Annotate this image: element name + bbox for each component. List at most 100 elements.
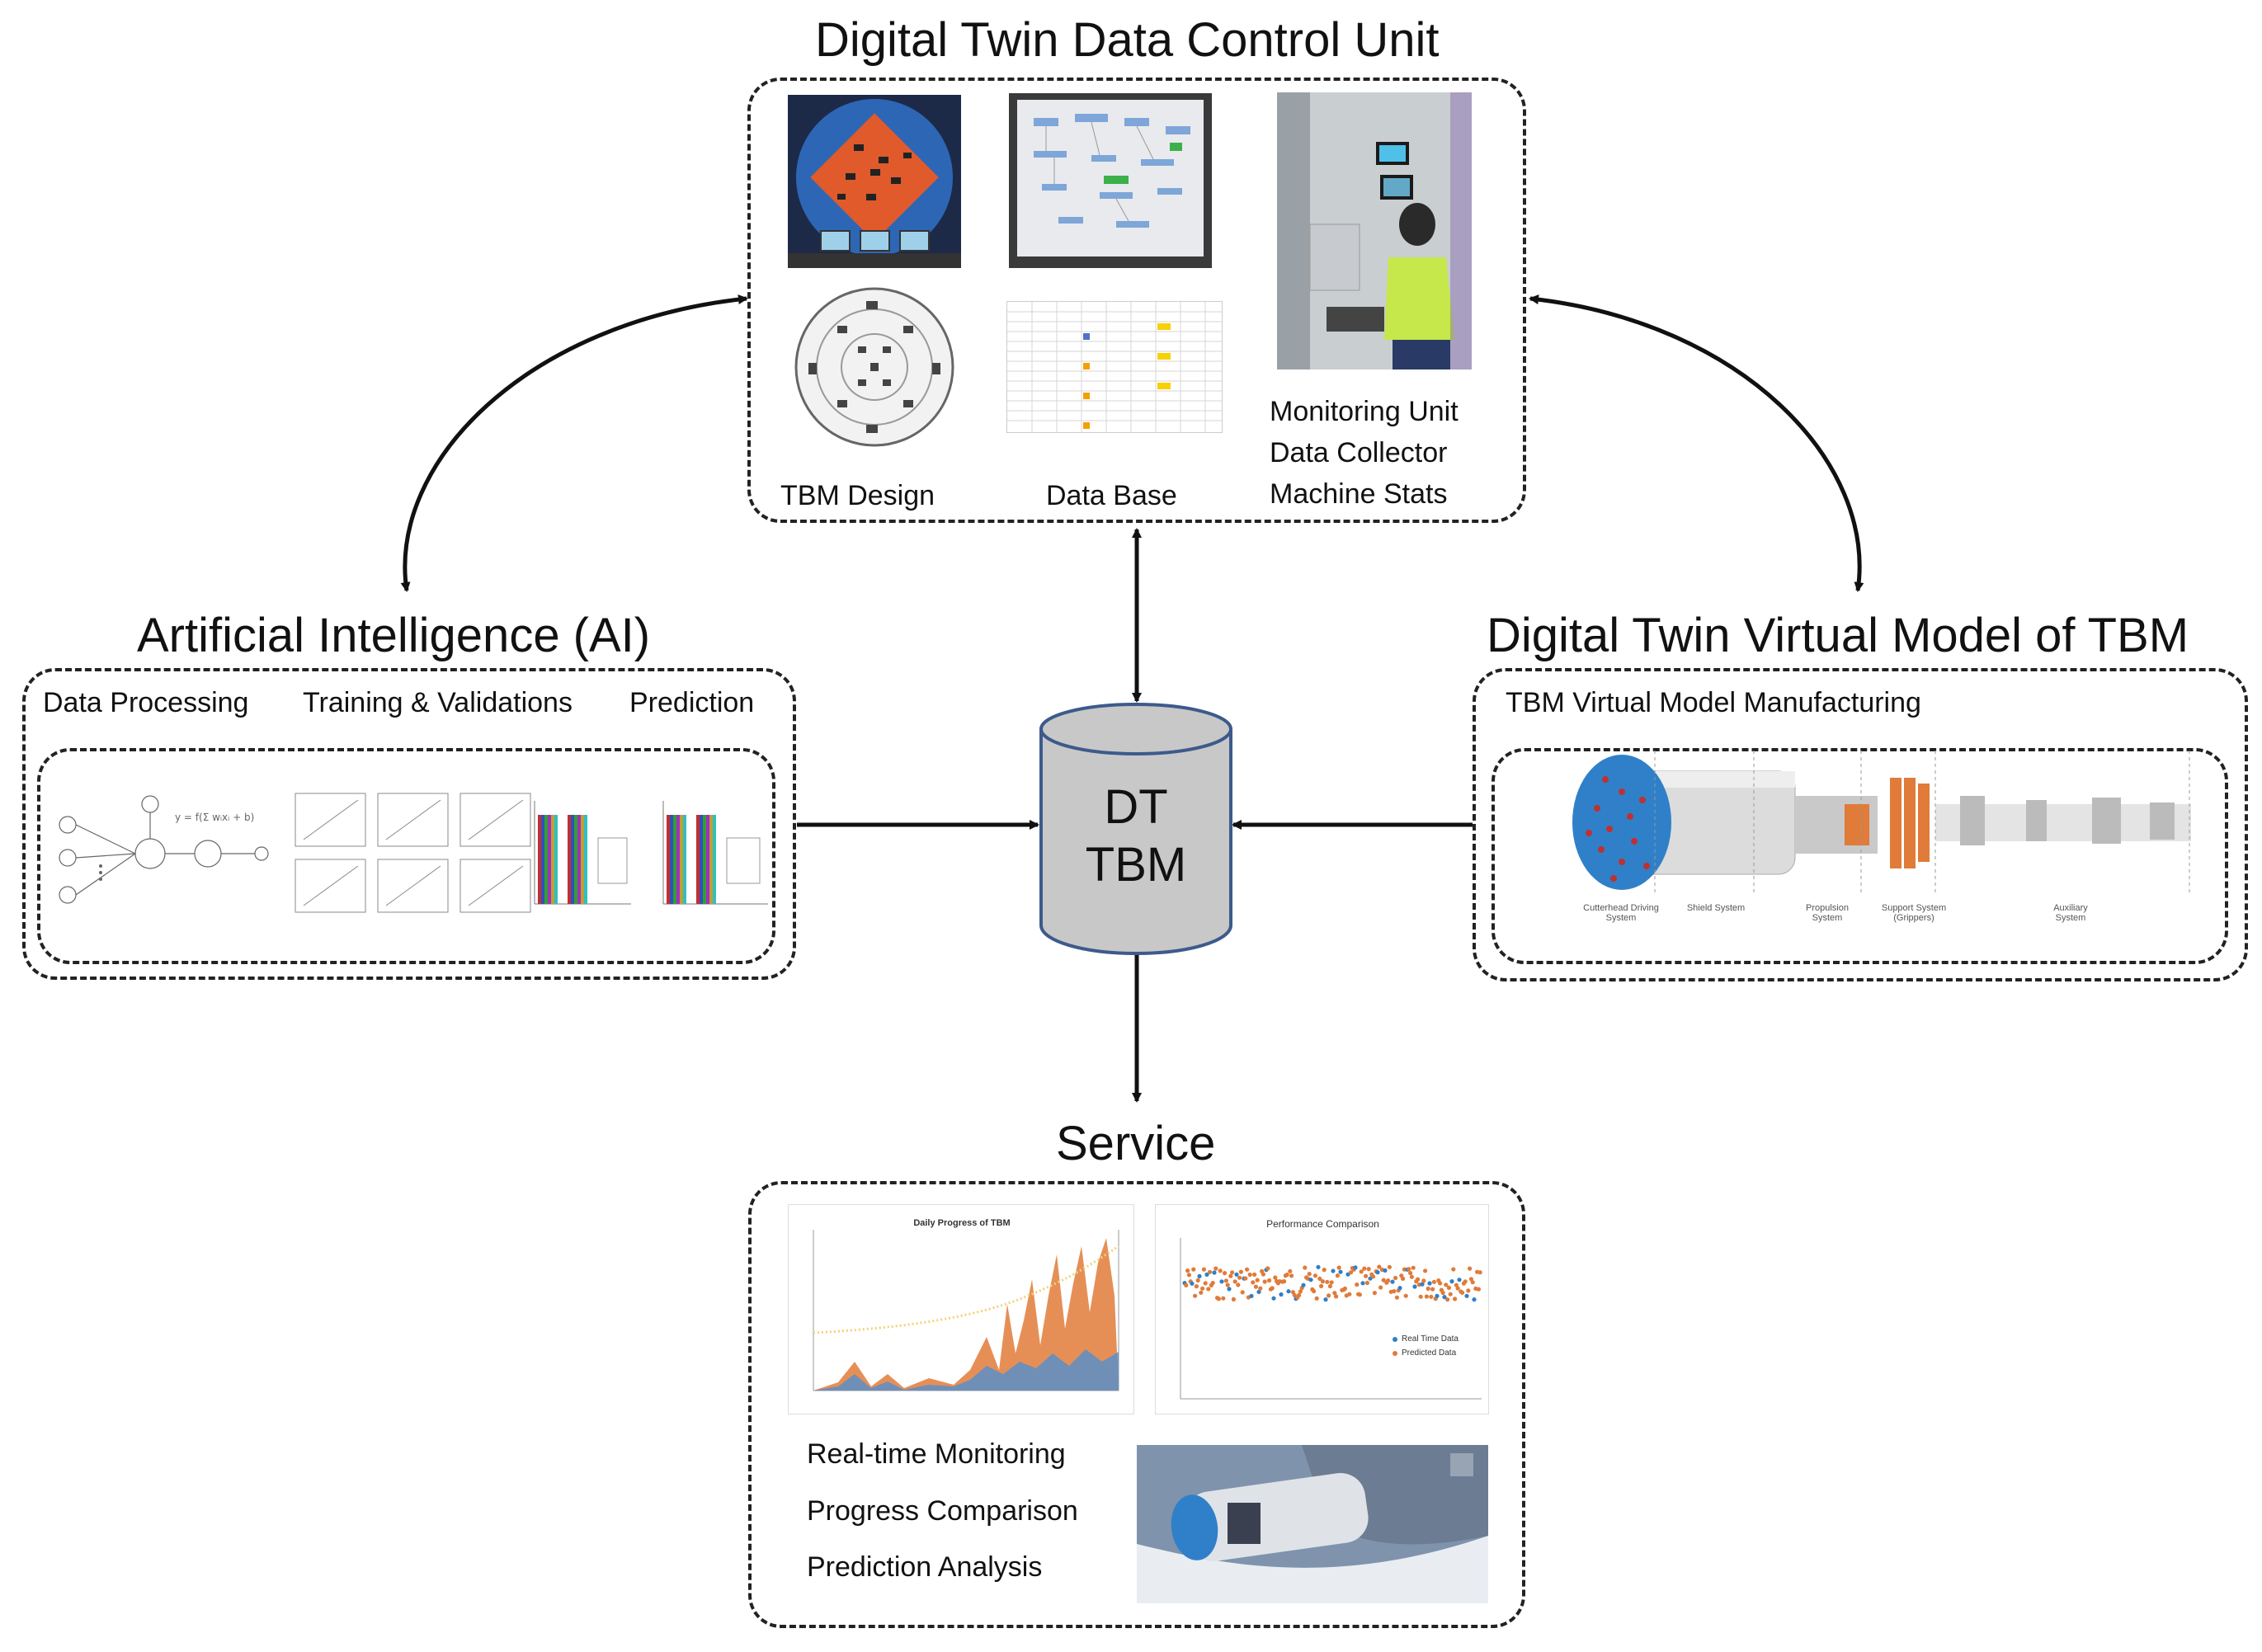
perf-point xyxy=(1197,1273,1202,1278)
dt-tbm-database: DT TBM xyxy=(1038,701,1234,957)
perf-point xyxy=(1247,1272,1252,1278)
perf-point xyxy=(1201,1267,1206,1272)
perf-point xyxy=(1228,1273,1233,1278)
prediction-bar-chart-1 xyxy=(528,797,635,912)
perf-point xyxy=(1208,1269,1213,1274)
perf-point xyxy=(1191,1267,1196,1272)
service-title: Service xyxy=(1056,1117,1216,1170)
perf-point xyxy=(1364,1280,1369,1286)
perf-point xyxy=(1292,1292,1297,1297)
perf-point xyxy=(1472,1297,1477,1302)
perf-point xyxy=(1238,1269,1243,1274)
service-box xyxy=(748,1181,1525,1628)
database-spreadsheet xyxy=(1006,301,1223,433)
service-progress-label: Progress Comparison xyxy=(807,1495,1078,1527)
perf-point xyxy=(1331,1268,1336,1273)
perf-point xyxy=(1329,1280,1334,1285)
perf-point xyxy=(1416,1277,1421,1282)
arrow-virtual-control xyxy=(1529,294,1864,592)
perf-point xyxy=(1453,1297,1458,1301)
perf-point xyxy=(1234,1272,1239,1277)
virtual-model-title: Digital Twin Virtual Model of TBM xyxy=(1487,609,2189,662)
perf-point xyxy=(1265,1266,1270,1271)
tbm-virtual-model-render xyxy=(1564,746,2199,899)
control-panel-photo xyxy=(1009,93,1212,268)
perf-point xyxy=(1336,1265,1341,1270)
perf-point xyxy=(1245,1267,1250,1272)
perf-point xyxy=(1256,1289,1261,1294)
perf-point xyxy=(1449,1279,1454,1284)
perf-point xyxy=(1455,1286,1460,1291)
tbm-design-label: TBM Design xyxy=(780,480,935,511)
perf-point xyxy=(1317,1276,1322,1281)
perf-point xyxy=(1323,1297,1328,1302)
perf-point xyxy=(1353,1265,1358,1270)
arrow-ai-control xyxy=(400,294,748,592)
perf-point xyxy=(1253,1284,1258,1289)
perf-point xyxy=(1186,1273,1191,1278)
perf-point xyxy=(1426,1286,1430,1292)
perf-point xyxy=(1355,1282,1360,1287)
perf-point xyxy=(1335,1273,1340,1278)
perf-point xyxy=(1320,1279,1325,1284)
perf-point xyxy=(1267,1278,1272,1283)
perf-point xyxy=(1429,1294,1434,1299)
perf-point xyxy=(1463,1279,1468,1284)
tbm-label: TBM xyxy=(1085,838,1187,892)
perf-point xyxy=(1468,1266,1473,1271)
perf-point xyxy=(1312,1288,1317,1294)
perf-point xyxy=(1338,1269,1343,1274)
perf-point xyxy=(1279,1292,1284,1297)
perf-point xyxy=(1216,1297,1221,1301)
perf-point xyxy=(1255,1278,1260,1283)
perf-point xyxy=(1476,1287,1481,1292)
perf-point xyxy=(1407,1267,1411,1272)
perf-point xyxy=(1319,1283,1324,1288)
perf-point xyxy=(1190,1281,1195,1286)
perf-point xyxy=(1477,1270,1482,1275)
perf-point xyxy=(1298,1289,1303,1294)
perf-point xyxy=(1357,1292,1362,1297)
perf-point xyxy=(1204,1272,1209,1277)
perf-point xyxy=(1325,1279,1330,1284)
perf-point xyxy=(1390,1279,1395,1284)
perf-point xyxy=(1347,1292,1352,1297)
perf-point xyxy=(1249,1293,1254,1298)
tbm-design-drawing xyxy=(788,285,961,449)
perf-point xyxy=(1393,1275,1398,1281)
perf-point xyxy=(1301,1283,1306,1287)
performance-title: Performance Comparison xyxy=(1266,1218,1379,1230)
perf-point xyxy=(1420,1282,1425,1287)
perf-point xyxy=(1206,1287,1211,1292)
perf-point xyxy=(1273,1275,1278,1280)
perf-point xyxy=(1364,1273,1369,1278)
tbm-3d-tunnel-render xyxy=(1137,1445,1488,1603)
training-validations-label: Training & Validations xyxy=(303,687,573,718)
perf-point xyxy=(1240,1290,1245,1295)
perf-point xyxy=(1322,1268,1327,1273)
system-label-support: Support System (Grippers) xyxy=(1881,903,1947,924)
system-label-cutterhead: Cutterhead Driving System xyxy=(1583,903,1659,924)
perf-point xyxy=(1332,1291,1337,1296)
data-collector-label: Data Collector xyxy=(1270,437,1448,468)
perf-point xyxy=(1271,1296,1276,1301)
perf-point xyxy=(1219,1279,1224,1284)
perf-point xyxy=(1411,1265,1416,1270)
control-unit-box xyxy=(747,78,1526,523)
perf-point xyxy=(1258,1286,1263,1291)
legend-real: Real Time Data xyxy=(1402,1334,1459,1344)
perf-point xyxy=(1360,1281,1365,1286)
perf-point xyxy=(1457,1278,1462,1283)
perf-point xyxy=(1221,1296,1226,1301)
perf-point xyxy=(1223,1271,1228,1276)
perf-point xyxy=(1401,1276,1406,1281)
perf-point xyxy=(1377,1264,1382,1269)
perf-point xyxy=(1342,1286,1347,1291)
perf-point xyxy=(1316,1264,1321,1269)
perf-point xyxy=(1231,1297,1236,1301)
perf-point xyxy=(1200,1286,1205,1291)
perf-point xyxy=(1227,1287,1232,1292)
perf-point xyxy=(1394,1295,1399,1300)
perf-point xyxy=(1442,1295,1447,1300)
